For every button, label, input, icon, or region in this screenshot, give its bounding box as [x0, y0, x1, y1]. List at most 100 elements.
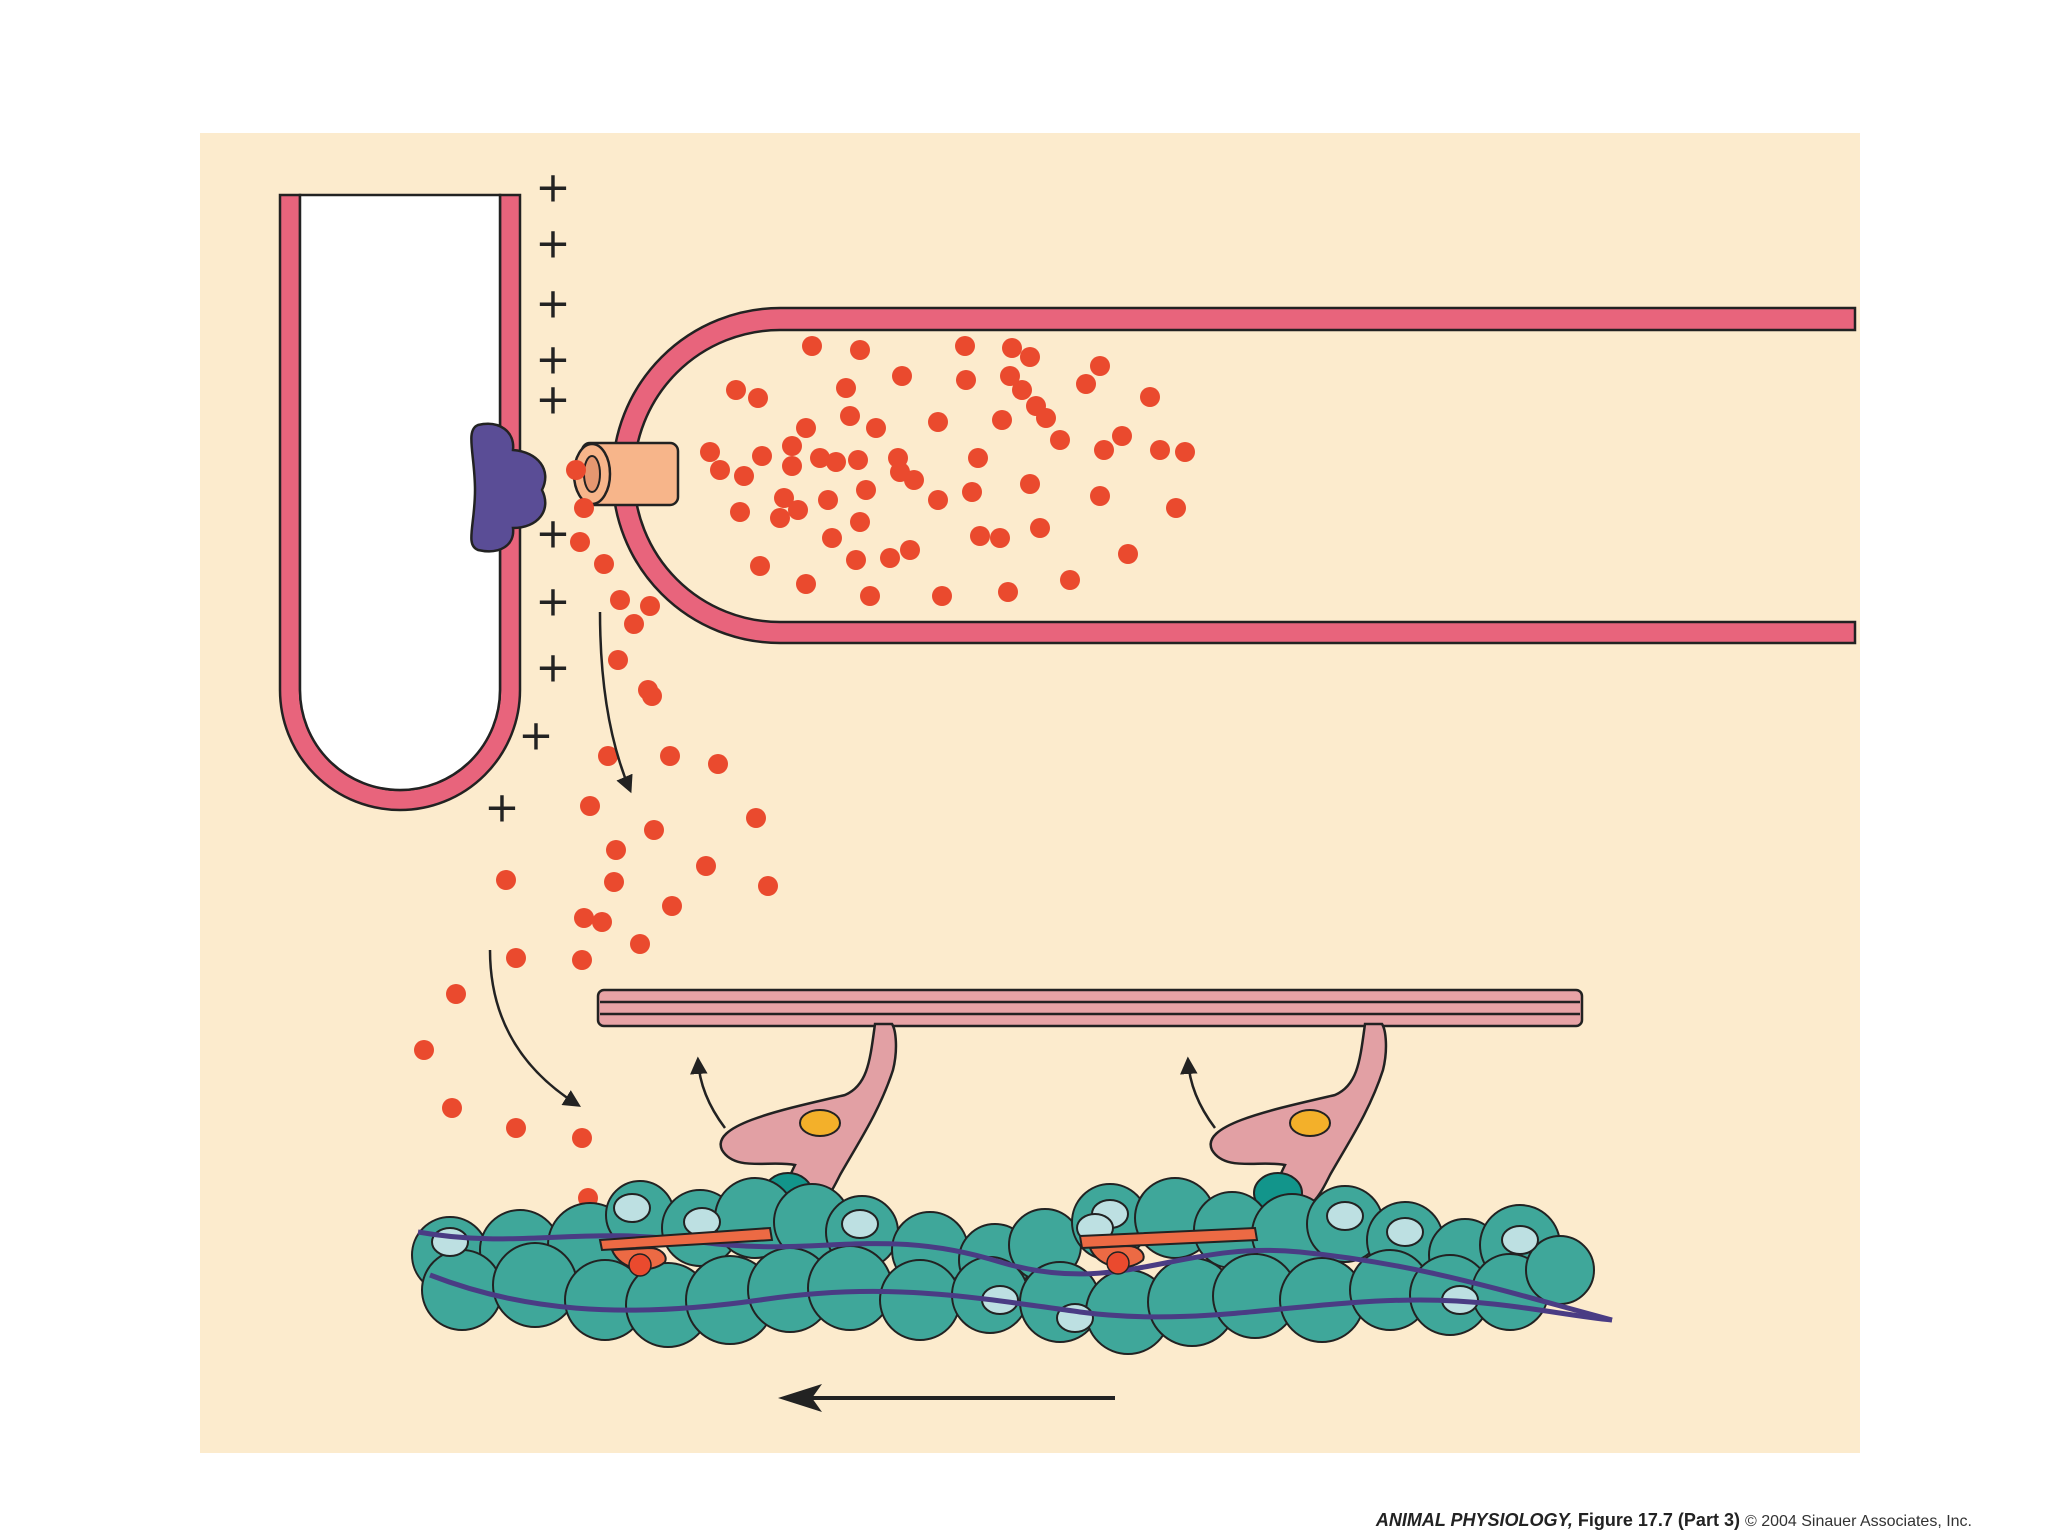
- plus-sign: +: [518, 711, 553, 760]
- calcium-ion: [750, 556, 770, 576]
- calcium-ion: [836, 378, 856, 398]
- myosin-binding-site: [613, 1193, 651, 1223]
- calcium-ion: [608, 650, 628, 670]
- calcium-ion: [796, 574, 816, 594]
- myosin-binding-site: [841, 1209, 879, 1239]
- calcium-ion: [574, 908, 594, 928]
- calcium-ion: [572, 1128, 592, 1148]
- calcium-ion: [1175, 442, 1195, 462]
- calcium-ion: [848, 450, 868, 470]
- plus-sign: +: [535, 279, 570, 328]
- calcium-ion: [850, 512, 870, 532]
- book-title: ANIMAL PHYSIOLOGY,: [1375, 1510, 1573, 1530]
- calcium-ion: [662, 896, 682, 916]
- calcium-ion: [822, 528, 842, 548]
- bound-calcium-ion: [628, 1253, 652, 1277]
- calcium-ion: [606, 840, 626, 860]
- sarcoplasmic-reticulum: [611, 306, 1857, 645]
- power-stroke-arrow: [1180, 1056, 1216, 1129]
- plus-sign: +: [535, 219, 570, 268]
- atp-binding-site: [799, 1109, 841, 1137]
- calcium-ion: [1020, 347, 1040, 367]
- calcium-ion: [1140, 387, 1160, 407]
- calcium-ion: [1050, 430, 1070, 450]
- calcium-ion: [840, 406, 860, 426]
- diffusion-arrow: [488, 949, 581, 1107]
- calcium-ion: [1000, 366, 1020, 386]
- calcium-ion: [758, 876, 778, 896]
- calcium-ion: [506, 948, 526, 968]
- membrane-charges: ++++++++++: [484, 163, 570, 832]
- calcium-ion: [642, 686, 662, 706]
- actin-monomer: [879, 1259, 961, 1341]
- calcium-ion: [752, 446, 772, 466]
- calcium-ion: [442, 1098, 462, 1118]
- calcium-ion: [810, 448, 830, 468]
- calcium-ion: [610, 590, 630, 610]
- tropomyosin-strand: [417, 1229, 1613, 1323]
- myosin-binding-site: [1501, 1225, 1539, 1255]
- calcium-ion: [818, 490, 838, 510]
- calcium-ion: [1150, 440, 1170, 460]
- calcium-ion: [506, 1118, 526, 1138]
- calcium-ion: [900, 540, 920, 560]
- calcium-ion: [860, 586, 880, 606]
- calcium-ion: [928, 412, 948, 432]
- calcium-ion: [1030, 518, 1050, 538]
- plus-sign: +: [535, 643, 570, 692]
- calcium-ion: [598, 746, 618, 766]
- calcium-ion: [880, 548, 900, 568]
- calcium-ion: [892, 366, 912, 386]
- calcium-ion: [696, 856, 716, 876]
- plus-sign: +: [535, 509, 570, 558]
- calcium-ion: [594, 554, 614, 574]
- calcium-ion: [710, 460, 730, 480]
- calcium-ion: [1166, 498, 1186, 518]
- calcium-ion: [708, 754, 728, 774]
- calcium-ion: [1090, 356, 1110, 376]
- tropomyosin-strand: [429, 1272, 1613, 1323]
- calcium-ion: [904, 470, 924, 490]
- diffusion-arrow: [598, 611, 633, 794]
- calcium-ion: [968, 448, 988, 468]
- calcium-ion: [630, 934, 650, 954]
- calcium-ion: [496, 870, 516, 890]
- calcium-ion: [928, 490, 948, 510]
- t-tubule: [278, 193, 522, 812]
- calcium-ion: [802, 336, 822, 356]
- bound-calcium-ion: [1106, 1251, 1130, 1275]
- calcium-ion: [726, 380, 746, 400]
- calcium-ion: [782, 436, 802, 456]
- calcium-ion: [1020, 474, 1040, 494]
- calcium-ion: [850, 340, 870, 360]
- calcium-ion: [734, 466, 754, 486]
- calcium-ion: [970, 526, 990, 546]
- plus-sign: +: [535, 577, 570, 626]
- calcium-ion: [580, 796, 600, 816]
- atp-binding-site: [1289, 1109, 1331, 1137]
- figure-credit: ANIMAL PHYSIOLOGY, Figure 17.7 (Part 3) …: [0, 1510, 1972, 1531]
- calcium-ion: [746, 808, 766, 828]
- calcium-ion: [446, 984, 466, 1004]
- actin-monomer: [492, 1242, 578, 1328]
- calcium-ion: [826, 452, 846, 472]
- calcium-ion: [770, 508, 790, 528]
- power-stroke-arrow: [690, 1056, 726, 1129]
- calcium-ion: [1002, 338, 1022, 358]
- calcium-ion: [604, 872, 624, 892]
- calcium-ion: [414, 1040, 434, 1060]
- calcium-ion: [1060, 570, 1080, 590]
- ryanodine-receptor: [470, 422, 547, 553]
- calcium-ion: [998, 582, 1018, 602]
- copyright: © 2004 Sinauer Associates, Inc.: [1744, 1513, 1972, 1530]
- myosin-binding-site: [431, 1227, 469, 1257]
- calcium-ion: [1090, 486, 1110, 506]
- calcium-ion: [956, 370, 976, 390]
- calcium-ion: [1076, 374, 1096, 394]
- calcium-ion: [574, 498, 594, 518]
- calcium-ion: [730, 502, 750, 522]
- actin-monomer: [807, 1245, 893, 1331]
- calcium-ion: [955, 336, 975, 356]
- plus-sign: +: [484, 783, 519, 832]
